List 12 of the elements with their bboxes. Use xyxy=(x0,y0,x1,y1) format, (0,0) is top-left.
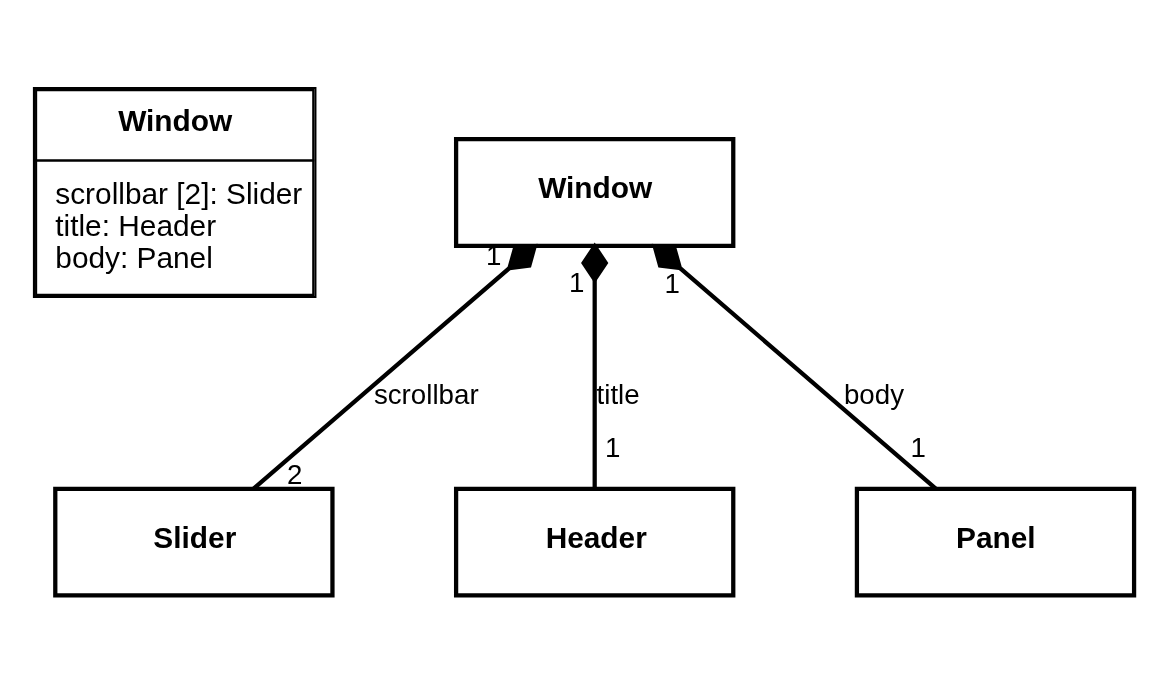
label: 1 xyxy=(604,432,621,464)
edge-label: body xyxy=(843,379,905,411)
label: 1 xyxy=(568,267,585,299)
edge-label: title xyxy=(596,379,640,411)
node-box: Window xyxy=(454,137,736,248)
label: 1 xyxy=(664,267,680,299)
connector xyxy=(581,242,609,489)
node-box: Header xyxy=(454,486,736,598)
edge-label: scrollbar xyxy=(373,379,479,411)
node-box: Panel xyxy=(854,486,1137,598)
node-box: Slider xyxy=(53,486,335,598)
label: 1 xyxy=(910,431,926,463)
